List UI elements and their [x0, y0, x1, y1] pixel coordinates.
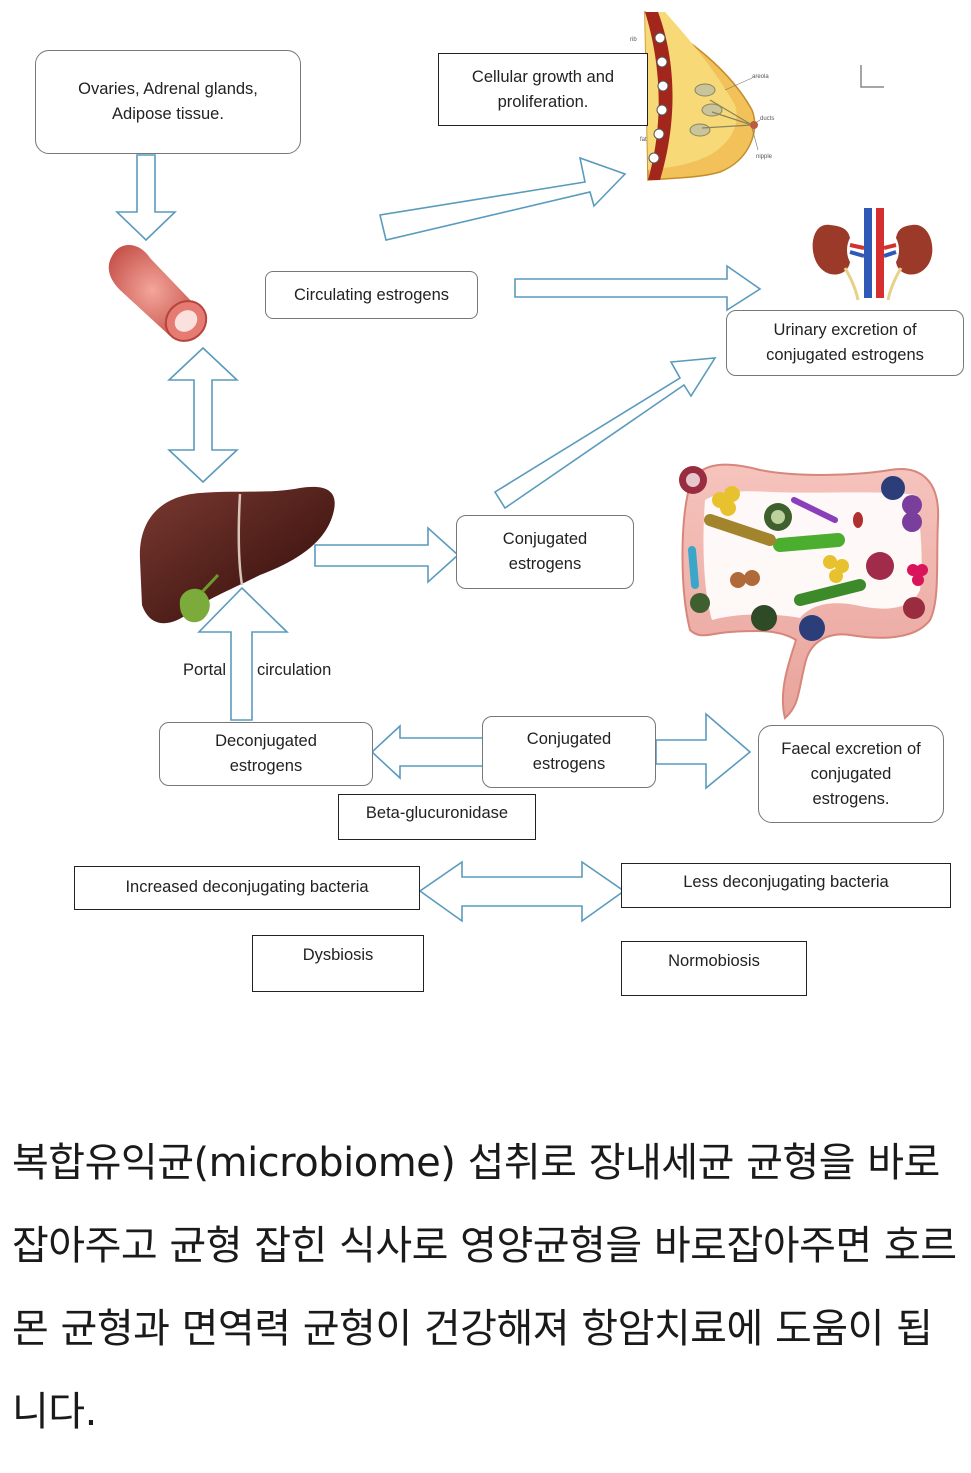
breast-anatomy-icon	[644, 10, 761, 181]
breast-label-rib: rib	[630, 37, 637, 43]
arrow-to-kidney	[514, 264, 762, 312]
dysbiosis-box: Dysbiosis	[252, 935, 424, 992]
less-bacteria-box: Less deconjugating bacteria	[621, 863, 951, 908]
deconjugated-estrogens-box: Deconjugated estrogens	[159, 722, 373, 786]
arrow-bacteria-balance	[418, 860, 626, 923]
corner-mark	[860, 65, 884, 88]
arrow-to-breast	[379, 156, 627, 241]
gut-microbiome-icon	[679, 463, 940, 720]
arrow-vessel-liver	[166, 346, 240, 484]
circulating-estrogens-box: Circulating estrogens	[265, 271, 478, 319]
arrow-conjugated-urinary	[493, 357, 717, 510]
sources-box: Ovaries, Adrenal glands, Adipose tissue.	[35, 50, 301, 154]
breast-label-areola: areola	[752, 74, 769, 80]
beta-glucuronidase-box: Beta-glucuronidase	[338, 794, 536, 840]
portal-label: Portal	[183, 661, 227, 679]
cellular-growth-box: Cellular growth and proliferation.	[438, 53, 648, 126]
faecal-excretion-box: Faecal excretion of conjugated estrogens…	[758, 725, 944, 823]
estrogen-diagram: rib fat areola ducts nipple	[35, 10, 964, 996]
arrow-to-faecal	[655, 712, 752, 790]
conjugated-estrogens-upper-box: Conjugated estrogens	[456, 515, 634, 589]
diagram-artwork: rib fat areola ducts nipple	[108, 10, 940, 923]
liver-icon	[139, 486, 335, 624]
conjugated-estrogens-lower-box: Conjugated estrogens	[482, 716, 656, 788]
korean-caption: 복합유익균(microbiome) 섭취로 장내세균 균형을 바로잡아주고 균형…	[12, 1140, 957, 1435]
urinary-excretion-box: Urinary excretion of conjugated estrogen…	[726, 310, 964, 376]
breast-label-fat: fat	[640, 137, 647, 143]
increased-bacteria-box: Increased deconjugating bacteria	[74, 866, 420, 910]
arrow-liver-conjugated	[314, 526, 460, 584]
circulation-label: circulation	[257, 661, 332, 679]
arrow-to-deconjugated	[370, 724, 484, 780]
normobiosis-box: Normobiosis	[621, 941, 807, 996]
arrow-down-sources	[115, 154, 177, 242]
arrow-portal-up	[197, 586, 289, 721]
breast-label-ducts: ducts	[760, 116, 774, 122]
blood-vessel-icon	[108, 244, 208, 342]
breast-label-nipple: nipple	[756, 154, 773, 160]
kidney-icon	[812, 208, 933, 301]
